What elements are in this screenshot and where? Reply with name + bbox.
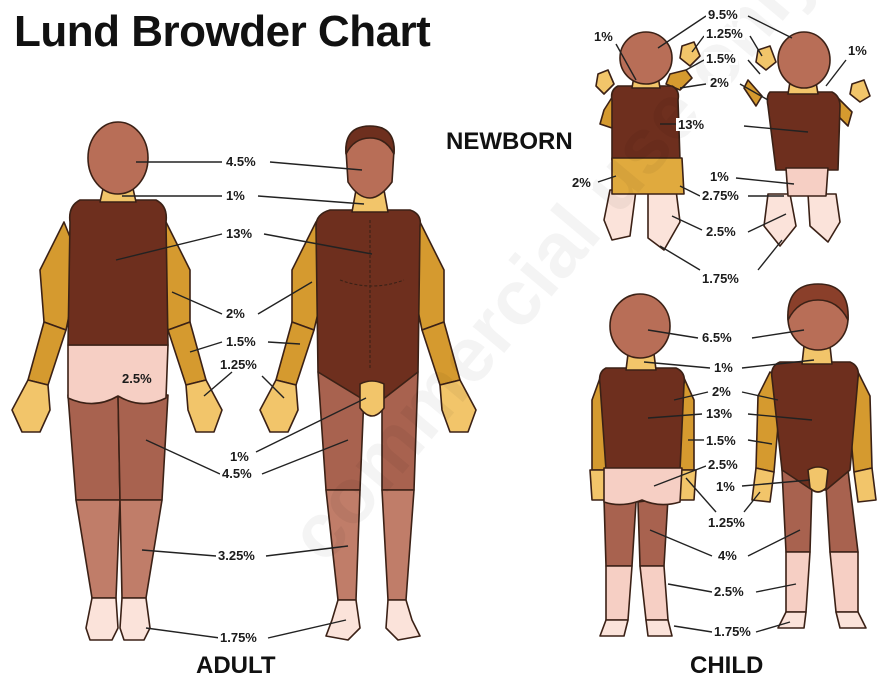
newborn-front-left-hand <box>850 80 870 102</box>
child-label-lower-arm: 1.5% <box>704 434 738 447</box>
adult-back-trunk <box>68 200 168 345</box>
newborn-label-upper-arm: 2% <box>708 76 731 89</box>
newborn-label-buttock: 2% <box>570 176 593 189</box>
child-label-head: 6.5% <box>700 331 734 344</box>
adult-label-foot: 1.75% <box>218 631 259 644</box>
child-back-left-leg <box>640 566 668 620</box>
adult-label-neck: 1% <box>224 189 247 202</box>
adult-back-right-thigh <box>68 395 120 500</box>
section-label-adult: ADULT <box>196 654 276 678</box>
child-back-head <box>610 294 670 358</box>
newborn-label-lower-arm: 1.5% <box>704 52 738 65</box>
child-back-figure <box>590 294 696 636</box>
newborn-label-trunk: 13% <box>676 118 706 131</box>
adult-label-trunk: 13% <box>224 227 254 240</box>
newborn-label-neck-front: 1% <box>846 44 869 57</box>
adult-label-hand: 1.25% <box>218 358 259 371</box>
adult-back-right-hand <box>12 380 50 432</box>
adult-back-left-hand <box>186 380 222 432</box>
child-label-genitalia: 1% <box>714 480 737 493</box>
child-front-left-foot <box>836 612 866 628</box>
adult-front-right-forearm <box>276 322 314 385</box>
adult-label-leg: 3.25% <box>216 549 257 562</box>
adult-back-left-foot <box>120 598 150 640</box>
child-label-thigh: 4% <box>716 549 739 562</box>
adult-label-upper-arm: 2% <box>224 307 247 320</box>
adult-back-left-leg <box>120 500 162 598</box>
newborn-front-right-leg <box>764 194 796 246</box>
child-label-neck: 1% <box>712 361 735 374</box>
child-back-right-foot <box>600 620 628 636</box>
adult-label-head: 4.5% <box>224 155 258 168</box>
newborn-label-leg: 2.5% <box>704 225 738 238</box>
adult-label-buttock: 2.5% <box>120 372 154 385</box>
child-label-hand: 1.25% <box>706 516 747 529</box>
adult-label-genitalia: 1% <box>228 450 251 463</box>
child-front-left-leg <box>830 552 858 612</box>
child-label-upper-arm: 2% <box>710 385 733 398</box>
adult-back-head <box>88 122 148 194</box>
newborn-label-foot: 1.75% <box>700 272 741 285</box>
child-front-left-hand <box>854 468 876 502</box>
child-back-right-thigh <box>604 498 636 566</box>
child-back-right-leg <box>606 566 632 620</box>
newborn-label-thigh: 2.75% <box>700 189 741 202</box>
newborn-label-head: 9.5% <box>706 8 740 21</box>
adult-back-figure <box>12 122 222 640</box>
adult-back-right-forearm <box>28 322 66 385</box>
newborn-back-right-hand <box>596 70 614 94</box>
page-title: Lund Browder Chart <box>14 10 430 54</box>
child-front-genitalia <box>808 467 828 492</box>
section-label-child: CHILD <box>690 654 763 678</box>
child-label-trunk: 13% <box>704 407 734 420</box>
child-label-foot: 1.75% <box>712 625 753 638</box>
adult-label-thigh: 4.5% <box>220 467 254 480</box>
newborn-label-hand: 1.25% <box>704 27 745 40</box>
newborn-front-left-leg <box>808 194 840 242</box>
newborn-label-genitalia: 1% <box>708 170 731 183</box>
adult-front-right-hand <box>260 380 298 432</box>
child-label-leg: 2.5% <box>712 585 746 598</box>
child-back-left-foot <box>646 620 672 636</box>
child-front-right-foot <box>778 612 806 628</box>
newborn-front-genitalia <box>786 168 828 196</box>
adult-back-left-forearm <box>168 322 206 385</box>
adult-back-left-thigh <box>118 395 168 500</box>
newborn-label-neck-back: 1% <box>592 30 615 43</box>
child-back-trunk <box>600 368 685 470</box>
child-back-buttocks <box>604 468 682 505</box>
adult-back-right-leg <box>76 500 120 598</box>
adult-back-right-foot <box>86 598 118 640</box>
child-label-buttock: 2.5% <box>706 458 740 471</box>
section-label-newborn: NEWBORN <box>446 130 573 154</box>
child-front-right-leg <box>786 552 810 612</box>
adult-label-lower-arm: 1.5% <box>224 335 258 348</box>
adult-front-left-foot <box>386 600 420 640</box>
